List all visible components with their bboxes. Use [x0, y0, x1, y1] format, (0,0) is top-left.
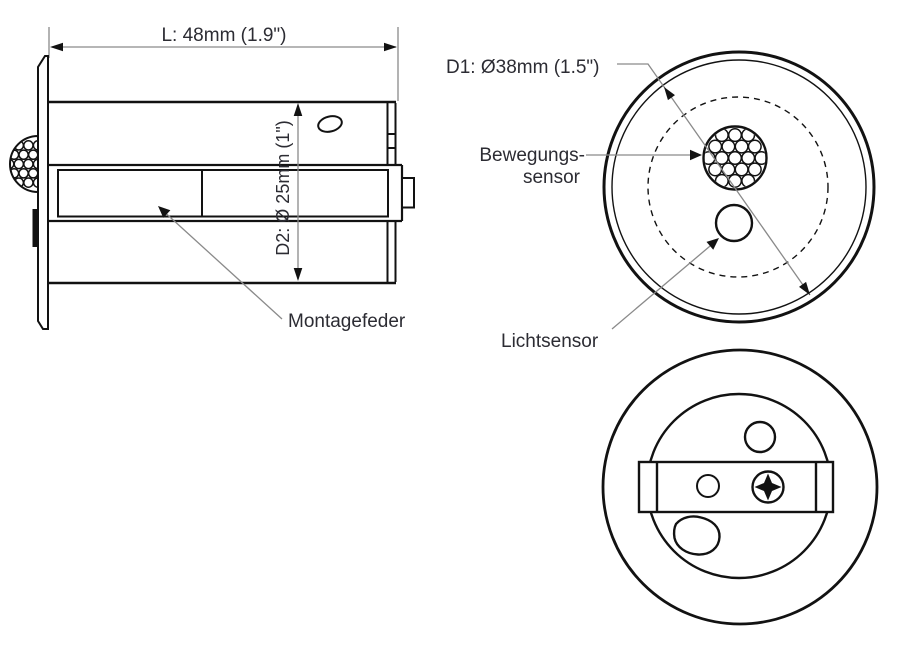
- mounting-spring-leader: [159, 207, 283, 320]
- front-view: D1: Ø38mm (1.5") Bewegungs- sensor Licht…: [446, 50, 876, 352]
- side-view: L: 48mm (1.9") D2: Ø 25mm (1") Montagefe…: [9, 25, 415, 332]
- dome-facet-pattern: [10, 140, 38, 188]
- mounting-bar: [637, 460, 835, 514]
- lens-facet: [32, 177, 38, 188]
- cable-hole: [672, 515, 721, 556]
- front-inner-rim: [611, 59, 867, 315]
- light-sensor-circle: [714, 203, 754, 243]
- diameter-d1-label: D1: Ø38mm (1.5"): [446, 57, 600, 78]
- length-extension-lines: [48, 27, 399, 101]
- length-dimension-label: L: 48mm (1.9"): [161, 25, 286, 46]
- dimension-arrowhead-up: [293, 103, 303, 116]
- motion-sensor-label-line1: Bewegungs-: [479, 145, 585, 166]
- dimension-arrowhead-right: [384, 42, 397, 52]
- light-sensor-window-side: [32, 209, 38, 247]
- lens-facet: [10, 140, 15, 151]
- phillips-cross-icon: [754, 473, 782, 501]
- mounting-bar-tab-lines: [655, 462, 818, 512]
- lens-facet: [747, 162, 762, 177]
- dimension-arrowhead-d1-bottom: [799, 281, 810, 295]
- light-sensor-leader: [611, 240, 717, 330]
- oval-slot: [317, 115, 343, 133]
- light-sensor-label: Lichtsensor: [501, 331, 599, 352]
- body-end-cap-lines: [386, 103, 397, 282]
- lens-facet: [32, 140, 38, 151]
- rear-top-hole: [743, 420, 777, 454]
- motion-sensor-label-line2: sensor: [523, 167, 581, 188]
- mounting-spring: [57, 169, 389, 218]
- spring-band-lines: [48, 163, 404, 223]
- leader-arrowhead-light: [706, 238, 719, 250]
- rear-stub: [401, 177, 415, 209]
- lens-facet: [32, 158, 38, 170]
- mounting-flange: [37, 55, 49, 330]
- lens-facet: [754, 150, 766, 166]
- mounting-spring-label: Montagefeder: [288, 311, 406, 332]
- lens-facet: [10, 177, 15, 188]
- body-outline: [48, 100, 396, 285]
- leader-arrowhead-motion: [690, 149, 702, 161]
- leader-arrowhead-spring: [158, 206, 171, 218]
- front-hidden-circle: [647, 96, 829, 278]
- lens-facet: [747, 139, 762, 154]
- diameter-d1-dimension-line: [617, 63, 811, 296]
- dimension-arrowhead-d1-top: [664, 87, 675, 101]
- motion-sensor-lens: [702, 125, 768, 191]
- bar-hole: [696, 474, 720, 498]
- rear-view: [601, 348, 879, 626]
- dimension-arrowhead-left: [50, 42, 63, 52]
- diameter-d2-label: D2: Ø 25mm (1"): [273, 120, 293, 255]
- dimension-arrowhead-down: [293, 268, 303, 281]
